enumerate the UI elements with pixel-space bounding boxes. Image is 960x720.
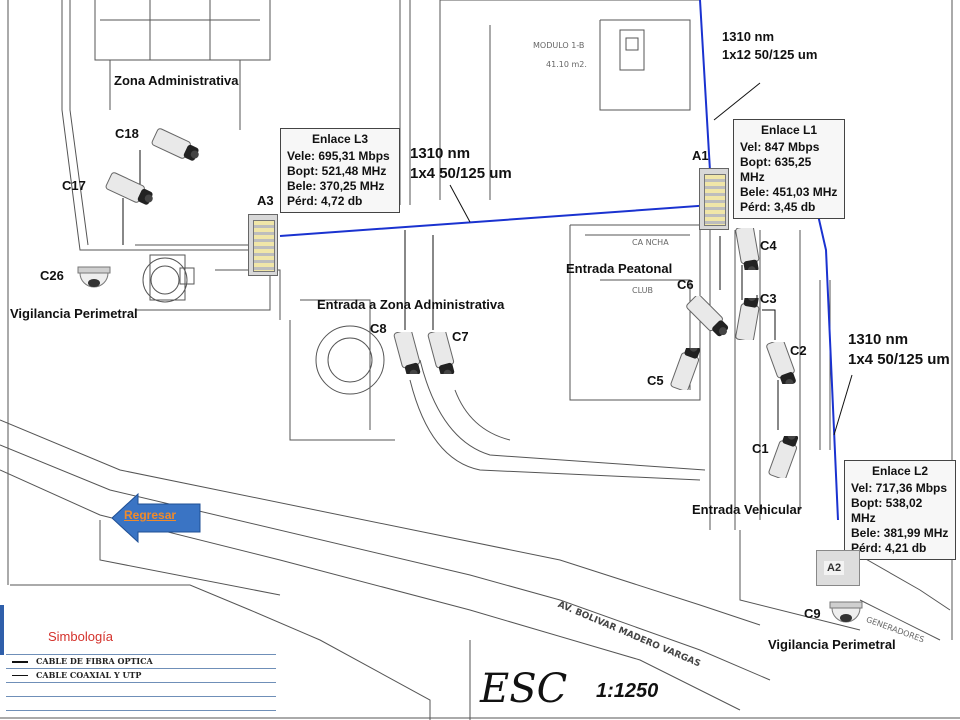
camera-label-c26: C26 <box>40 268 64 283</box>
back-arrow-icon <box>111 492 201 544</box>
link-l2-vel: Vel: 717,36 Mbps <box>851 481 948 495</box>
link-l2-title: Enlace L2 <box>871 464 929 478</box>
fiber-note-top-line2: 1x12 50/125 um <box>722 47 818 62</box>
camera-label-c17: C17 <box>62 178 86 193</box>
plan-label-modulo: MODULO 1-B <box>533 41 585 50</box>
label-vigilancia-perimetral-right: Vigilancia Perimetral <box>768 637 896 652</box>
camera-c8-icon[interactable] <box>378 329 434 378</box>
link-box-l3: Enlace L3 Vele: 695,31 Mbps Bopt: 521,48… <box>280 128 400 213</box>
legend-row-empty-2 <box>6 697 276 711</box>
camera-label-c3: C3 <box>760 291 777 306</box>
camera-label-c1: C1 <box>752 441 769 456</box>
camera-c1-icon[interactable] <box>758 431 814 480</box>
legend-coaxial-text: CABLE COAXIAL Y UTP <box>36 670 142 680</box>
cabinet-a3-icon[interactable] <box>248 214 278 276</box>
camera-label-c2: C2 <box>790 343 807 358</box>
node-label-a2: A2 <box>824 561 845 575</box>
legend-row-coaxial: CABLE COAXIAL Y UTP <box>6 669 276 683</box>
fiber-note-right-line1: 1310 nm <box>848 331 909 348</box>
fiber-note-top-line1: 1310 nm <box>722 29 775 44</box>
link-l1-vel: Vel: 847 Mbps <box>740 140 820 154</box>
legend-coaxial-swatch <box>12 675 28 676</box>
link-l2-perd: Pérd: 4,21 db <box>851 541 927 555</box>
node-label-a1: A1 <box>692 148 709 163</box>
camera-label-c6: C6 <box>677 277 694 292</box>
link-l1-bopt: Bopt: 635,25 MHz <box>740 155 812 184</box>
regresar-button[interactable]: Regresar <box>110 492 202 544</box>
scale-label: ESC <box>480 666 568 712</box>
legend-accent-bar <box>0 605 4 655</box>
camera-c4-icon[interactable] <box>718 225 774 275</box>
label-zona-administrativa: Zona Administrativa <box>114 73 239 88</box>
camera-c5-icon[interactable] <box>660 343 716 392</box>
fiber-note-center-line1: 1310 nm <box>410 145 471 162</box>
fiber-note-right-line2: 1x4 50/125 um <box>848 351 950 368</box>
plan-label-club: CLUB <box>632 286 653 295</box>
plan-label-area: 41.10 m2. <box>546 60 587 69</box>
camera-c17-icon[interactable] <box>100 170 156 212</box>
fiber-note-center: 1310 nm 1x4 50/125 um <box>410 144 512 184</box>
camera-c9-dome-icon[interactable] <box>826 592 866 632</box>
link-l2-bele: Bele: 381,99 MHz <box>851 526 949 540</box>
label-entrada-zona-administrativa: Entrada a Zona Administrativa <box>317 297 505 312</box>
link-l2-bopt: Bopt: 538,02 MHz <box>851 496 923 525</box>
camera-c18-icon[interactable] <box>146 126 202 168</box>
plan-label-cancha: CA NCHA <box>632 238 669 247</box>
camera-label-c7: C7 <box>452 329 469 344</box>
label-entrada-vehicular: Entrada Vehicular <box>692 502 802 517</box>
camera-c2-icon[interactable] <box>752 338 808 387</box>
camera-label-c8: C8 <box>370 321 387 336</box>
link-l1-title: Enlace L1 <box>760 123 818 137</box>
legend-table: CABLE DE FIBRA OPTICA CABLE COAXIAL Y UT… <box>6 654 276 717</box>
link-l1-bele: Bele: 451,03 MHz <box>740 185 838 199</box>
link-box-l2: Enlace L2 Vel: 717,36 Mbps Bopt: 538,02 … <box>844 460 956 560</box>
camera-c3-icon[interactable] <box>722 292 778 342</box>
link-l3-bele: Bele: 370,25 MHz <box>287 179 385 193</box>
fiber-note-top: 1310 nm 1x12 50/125 um <box>722 28 817 64</box>
camera-c7-icon[interactable] <box>412 329 468 378</box>
link-l3-perd: Pérd: 4,72 db <box>287 194 363 208</box>
legend-row-empty-1 <box>6 683 276 697</box>
camera-c6-icon[interactable] <box>678 294 734 338</box>
fiber-note-right: 1310 nm 1x4 50/125 um <box>848 330 950 370</box>
fiber-note-center-line2: 1x4 50/125 um <box>410 165 512 182</box>
camera-label-c9: C9 <box>804 606 821 621</box>
regresar-label: Regresar <box>124 508 177 522</box>
link-l3-bopt: Bopt: 521,48 MHz <box>287 164 387 178</box>
legend-row-fibra: CABLE DE FIBRA OPTICA <box>6 655 276 669</box>
camera-label-c5: C5 <box>647 373 664 388</box>
camera-label-c18: C18 <box>115 126 139 141</box>
legend-fibra-swatch <box>12 661 28 663</box>
link-box-l1: Enlace L1 Vel: 847 Mbps Bopt: 635,25 MHz… <box>733 119 845 219</box>
cabinet-a1-icon[interactable] <box>699 168 729 230</box>
label-entrada-peatonal: Entrada Peatonal <box>566 261 673 276</box>
cabinet-a2-icon[interactable]: A2 <box>816 550 860 586</box>
link-l3-title: Enlace L3 <box>311 132 369 146</box>
legend-fibra-text: CABLE DE FIBRA OPTICA <box>36 656 153 666</box>
node-label-a3: A3 <box>257 193 274 208</box>
link-l1-perd: Pérd: 3,45 db <box>740 200 816 214</box>
link-l3-vel: Vele: 695,31 Mbps <box>287 149 390 163</box>
legend-title: Simbología <box>48 629 114 644</box>
label-vigilancia-perimetral-left: Vigilancia Perimetral <box>10 306 138 321</box>
camera-c26-dome-icon[interactable] <box>74 257 114 297</box>
camera-label-c4: C4 <box>760 238 777 253</box>
scale-ratio: 1:1250 <box>596 680 659 702</box>
